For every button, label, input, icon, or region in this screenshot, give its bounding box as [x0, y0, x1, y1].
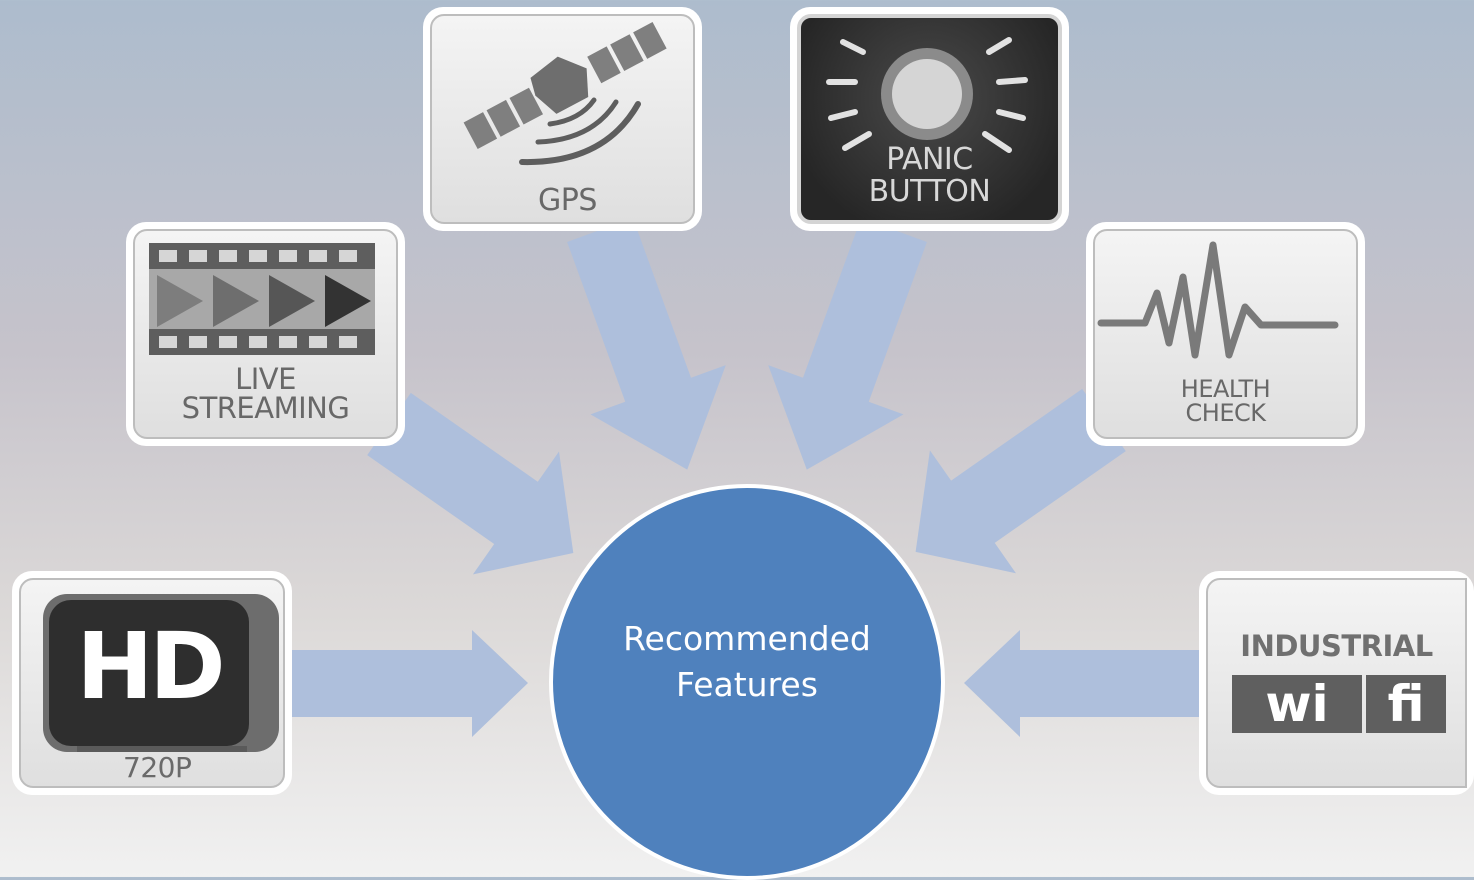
wifi-line1: INDUSTRIAL	[1240, 629, 1433, 663]
feature-tile-health-check: HEALTH CHECK	[1086, 222, 1365, 446]
feature-tile-wifi: INDUSTRIAL wi fi	[1199, 571, 1474, 795]
center-title: Recommended Features	[623, 616, 871, 708]
satellite-icon	[463, 21, 667, 166]
live-streaming-line2: STREAMING	[181, 391, 350, 425]
alarm-button-icon	[826, 37, 1028, 153]
center-title-line2: Features	[676, 665, 818, 704]
health-check-line1: HEALTH	[1180, 375, 1271, 403]
arrow-from-hd	[292, 630, 528, 737]
film-strip-play-icon	[149, 243, 375, 355]
heartbeat-icon	[1097, 241, 1339, 359]
feature-tile-gps: GPS	[423, 7, 702, 231]
health-check-line2: CHECK	[1185, 399, 1266, 427]
wifi-icon	[1232, 675, 1446, 733]
panic-button-line2: BUTTON	[868, 174, 991, 209]
feature-tile-hd: HD 720P	[12, 571, 292, 795]
arrow-from-panic-button	[768, 218, 927, 470]
arrow-from-gps	[567, 218, 726, 470]
arrow-from-live-streaming	[367, 392, 574, 575]
hd-icon	[43, 594, 279, 752]
feature-tile-live-streaming: LIVE STREAMING	[126, 222, 405, 446]
wifi-word-wi: wi	[1265, 675, 1329, 733]
wifi-word-fi: fi	[1387, 675, 1425, 733]
hd-badge-text: HD	[76, 613, 225, 720]
panic-button-line1: PANIC	[886, 142, 973, 177]
arrow-from-wifi	[964, 630, 1200, 737]
feature-tile-panic-button: PANIC BUTTON	[790, 7, 1069, 231]
center-title-line1: Recommended	[623, 619, 871, 658]
live-streaming-line1: LIVE	[235, 362, 296, 396]
arrow-from-health-check	[915, 388, 1126, 574]
recommended-features-circle: Recommended Features	[549, 484, 945, 880]
gps-caption: GPS	[538, 183, 597, 218]
hd-caption: 720P	[123, 751, 192, 784]
